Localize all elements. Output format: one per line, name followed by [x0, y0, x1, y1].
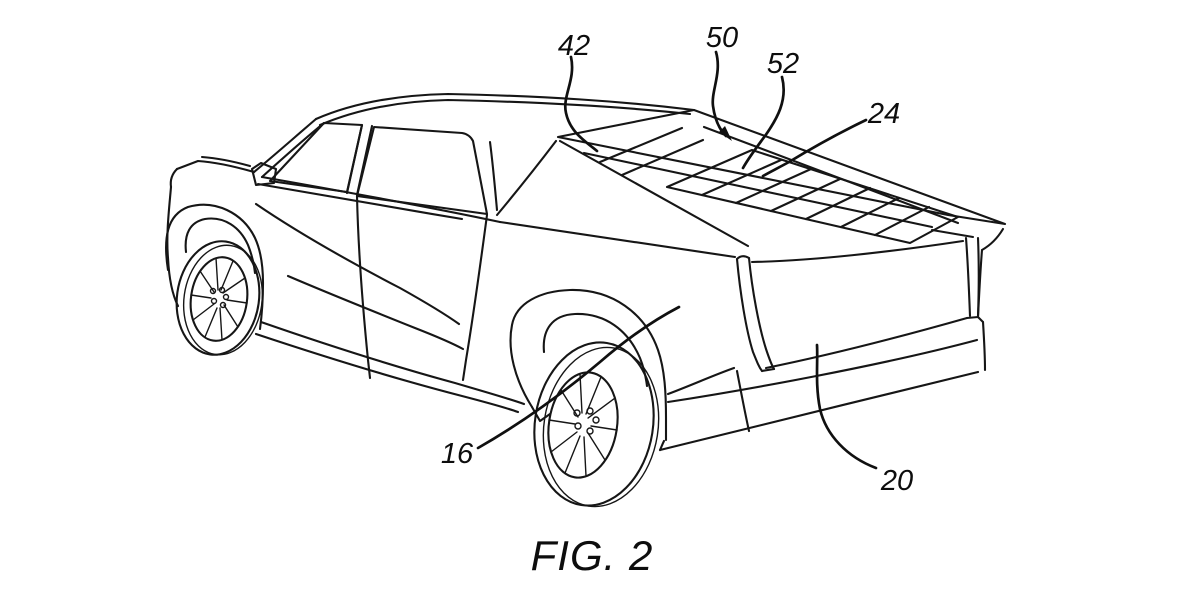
tailgate-top-edge	[750, 239, 965, 264]
cover-rear-underside	[930, 228, 975, 239]
slat-line	[769, 177, 842, 213]
roofline-drip	[318, 98, 692, 127]
arch-to-bumper-joint	[658, 439, 666, 452]
bedside-shoulder-line	[498, 220, 737, 259]
bumper-right-cap	[981, 320, 987, 372]
belt-line-lower	[256, 182, 464, 221]
ref-label-16: 16	[441, 438, 474, 470]
left-taillight-front	[735, 257, 764, 373]
rear-end	[658, 236, 987, 452]
cab-body	[166, 92, 750, 414]
hood-cowl-line	[175, 159, 256, 174]
front-rim	[189, 256, 249, 342]
belt-line-upper	[260, 175, 502, 224]
rear-wheel-spokes	[548, 373, 618, 477]
rear-wheel	[509, 288, 668, 508]
front-door-cut	[355, 194, 372, 380]
slat-line	[839, 196, 901, 229]
rear-lug-nuts	[573, 407, 600, 435]
left-taillight-bottom	[760, 367, 776, 373]
right-corner-edge	[976, 248, 984, 319]
door-crease-upper	[254, 202, 461, 326]
bumper-step-line	[666, 338, 979, 404]
rocker-lower	[254, 332, 520, 414]
a-pillar-inner	[260, 121, 326, 179]
bumper-left-cap	[735, 369, 751, 433]
rear-fender-flare-inner	[542, 312, 649, 388]
right-taillight-bottom	[965, 315, 985, 324]
door-crease-lower	[286, 274, 465, 351]
leader-42	[563, 55, 599, 153]
roofline-outer	[314, 92, 696, 121]
rear-tire-outer	[533, 341, 655, 507]
rear-tire-tread	[542, 346, 660, 508]
a-pillar-outer	[252, 117, 318, 174]
front-tire-outer	[175, 240, 261, 356]
rear-rim	[547, 371, 619, 479]
front-face-edge	[169, 167, 179, 189]
left-taillight-top	[735, 255, 751, 261]
front-lug-nuts	[209, 286, 230, 309]
reference-labels: 42 50 52 24 16 20	[441, 22, 913, 497]
header-panel-front-edge	[598, 126, 684, 164]
leader-52	[741, 75, 786, 170]
ref-label-24: 24	[867, 98, 900, 130]
leader-16	[476, 305, 681, 450]
slat-line	[734, 167, 813, 205]
front-fender-edge	[166, 185, 180, 308]
bumper-bottom-edge	[658, 370, 980, 452]
ref-label-50: 50	[706, 22, 738, 54]
ref-label-20: 20	[880, 465, 913, 497]
slat-line	[873, 205, 931, 237]
slat-panel-border	[665, 148, 960, 245]
leader-50	[711, 50, 728, 138]
rear-door-window	[355, 125, 489, 216]
leader-24	[761, 118, 868, 178]
slat-line	[804, 186, 872, 221]
front-wheel	[165, 203, 265, 356]
tailgate-bottom-edge	[764, 316, 969, 370]
leader-lines	[476, 50, 878, 470]
cover-slats	[700, 158, 931, 237]
rocker-upper	[259, 320, 526, 406]
front-fender-flare-outer	[165, 203, 265, 331]
front-tire-tread	[182, 244, 264, 356]
c-pillar-band	[488, 140, 499, 212]
leader-50-arrowhead	[719, 126, 732, 141]
bedside-corner-crease	[666, 366, 736, 396]
header-panel-rear-edge	[620, 138, 705, 177]
rear-door-cut	[461, 213, 489, 382]
right-taillight-front	[964, 236, 972, 318]
sail-panel-edge	[558, 139, 750, 248]
rear-fender-flare-outer	[509, 288, 668, 442]
ref-label-52: 52	[767, 48, 799, 80]
figure-caption: FIG. 2	[531, 532, 654, 579]
hood-cut-line	[200, 155, 252, 168]
b-pillar-front	[345, 123, 364, 195]
cab-rear-edge	[495, 139, 558, 217]
cover-tip-edge	[980, 227, 1005, 252]
left-taillight-rear	[747, 256, 776, 371]
tonneau-cover	[556, 108, 1007, 252]
leader-20	[815, 343, 878, 470]
ref-label-42: 42	[558, 30, 590, 62]
front-wheel-spokes	[190, 257, 248, 341]
cover-near-rail-inner	[582, 151, 934, 229]
slat-line	[700, 158, 783, 197]
